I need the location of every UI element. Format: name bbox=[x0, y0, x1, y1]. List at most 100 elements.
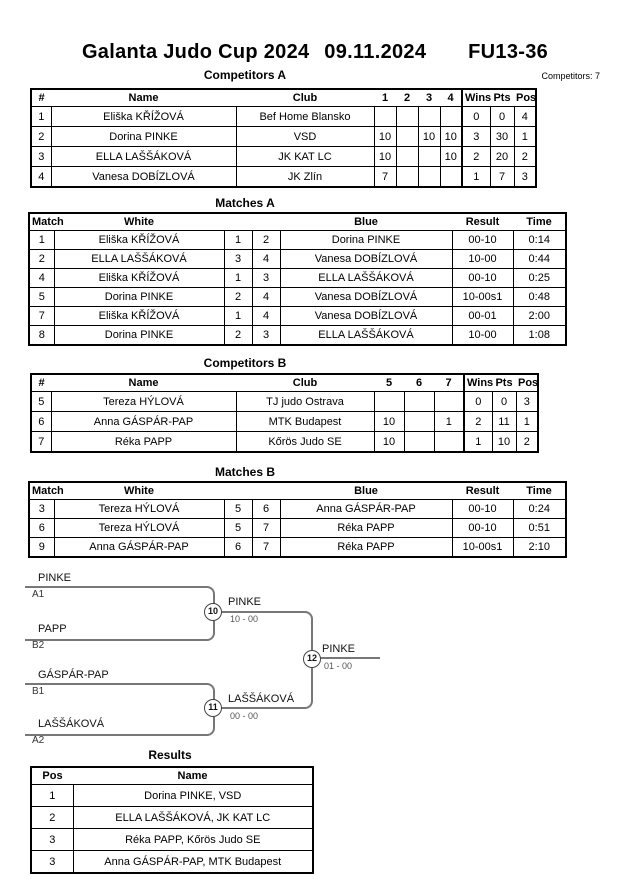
column-header bbox=[252, 482, 280, 500]
cell-num: 6 bbox=[30, 411, 52, 432]
cell-score bbox=[403, 431, 435, 453]
cell-white: Anna GÁSPÁR-PAP bbox=[53, 537, 225, 558]
section-title-results: Results bbox=[148, 748, 192, 762]
cell-pos: 1 bbox=[513, 126, 537, 147]
cell-score bbox=[439, 106, 463, 127]
table-row: 8 Dorina PINKE 2 3 ELLA LAŠŠÁKOVÁ 10-00 … bbox=[28, 325, 567, 346]
cell-score: 10 bbox=[373, 126, 397, 147]
cell-club: JK KAT LC bbox=[235, 146, 375, 167]
cell-white-no: 1 bbox=[223, 230, 253, 250]
cell-result: 00-10 bbox=[451, 518, 514, 538]
bracket-match-number: 11 bbox=[204, 699, 222, 717]
column-header: Pos bbox=[31, 767, 73, 785]
cell-match-no: 2 bbox=[28, 249, 55, 269]
cell-club: JK Zlín bbox=[235, 166, 375, 188]
cell-club: Bef Home Blansko bbox=[235, 106, 375, 127]
cell-pts: 7 bbox=[489, 166, 515, 188]
table-row: 3 Tereza HÝLOVÁ 5 6 Anna GÁSPÁR-PAP 00-1… bbox=[28, 499, 567, 519]
cell-pts: 11 bbox=[491, 411, 517, 432]
column-header: Name bbox=[51, 89, 236, 107]
table-row: 5 Dorina PINKE 2 4 Vanesa DOBÍZLOVÁ 10-0… bbox=[28, 287, 567, 307]
matches-a-table: Match White Blue Result Time 1 Eliška KŘ… bbox=[28, 212, 567, 346]
cell-match-no: 5 bbox=[28, 287, 55, 307]
cell-name: ELLA LAŠŠÁKOVÁ bbox=[50, 146, 237, 167]
table-row: 1 Eliška KŘÍŽOVÁ 1 2 Dorina PINKE 00-10 … bbox=[28, 230, 567, 250]
cell-match-no: 3 bbox=[28, 499, 55, 519]
column-header: Time bbox=[513, 482, 566, 500]
cell-white-no: 5 bbox=[223, 518, 253, 538]
table-row: 2 ELLA LAŠŠÁKOVÁ, JK KAT LC bbox=[30, 806, 314, 829]
bracket-connector bbox=[25, 683, 215, 736]
column-header bbox=[252, 213, 280, 231]
column-header: Blue bbox=[280, 213, 452, 231]
column-header: 2 bbox=[396, 89, 418, 107]
cell-score bbox=[403, 411, 435, 432]
table-row: 2 Dorina PINKE VSD 10 10 10 3 30 1 bbox=[30, 126, 537, 147]
cell-result: 00-01 bbox=[451, 306, 514, 326]
bracket-slot-name: PAPP bbox=[38, 623, 67, 635]
competitors-count: Competitors: 7 bbox=[541, 71, 600, 81]
column-header: # bbox=[31, 374, 51, 392]
cell-blue-no: 2 bbox=[251, 230, 281, 250]
cell-blue: Réka PAPP bbox=[279, 537, 453, 558]
cell-white: Dorina PINKE bbox=[53, 287, 225, 307]
cell-score: 10 bbox=[373, 411, 405, 432]
cell-pos: 3 bbox=[30, 828, 74, 851]
cell-pos: 2 bbox=[513, 146, 537, 167]
cell-name: Eliška KŘÍŽOVÁ bbox=[50, 106, 237, 127]
cell-blue: ELLA LAŠŠÁKOVÁ bbox=[279, 325, 453, 346]
cell-blue: Vanesa DOBÍZLOVÁ bbox=[279, 249, 453, 269]
cell-match-no: 8 bbox=[28, 325, 55, 346]
cell-white: Eliška KŘÍŽOVÁ bbox=[53, 268, 225, 288]
cell-name: Tereza HÝLOVÁ bbox=[50, 391, 237, 412]
column-header: Wins bbox=[461, 89, 491, 107]
cell-white: Dorina PINKE bbox=[53, 325, 225, 346]
section-title-competitors-a: Competitors A bbox=[203, 68, 287, 82]
cell-blue: Anna GÁSPÁR-PAP bbox=[279, 499, 453, 519]
column-header: Pos bbox=[516, 374, 538, 392]
cell-score bbox=[417, 146, 441, 167]
cell-time: 1:08 bbox=[512, 325, 567, 346]
column-header: Pts bbox=[490, 89, 514, 107]
cell-time: 0:24 bbox=[512, 499, 567, 519]
cell-score: 10 bbox=[439, 146, 463, 167]
bracket-connector bbox=[213, 658, 313, 709]
table-row: 2 ELLA LAŠŠÁKOVÁ 3 4 Vanesa DOBÍZLOVÁ 10… bbox=[28, 249, 567, 269]
cell-pos: 2 bbox=[30, 806, 74, 829]
cell-blue: Vanesa DOBÍZLOVÁ bbox=[279, 287, 453, 307]
cell-pos: 3 bbox=[513, 166, 537, 188]
cell-score bbox=[433, 391, 465, 412]
column-header bbox=[224, 213, 252, 231]
column-header: 1 bbox=[374, 89, 396, 107]
bracket-seed-label: B1 bbox=[32, 686, 45, 697]
cell-blue: Dorina PINKE bbox=[279, 230, 453, 250]
cell-wins: 3 bbox=[461, 126, 491, 147]
cell-score bbox=[395, 126, 419, 147]
column-header: Result bbox=[452, 482, 513, 500]
cell-num: 2 bbox=[30, 126, 52, 147]
cell-blue-no: 7 bbox=[251, 537, 281, 558]
bracket-connector bbox=[25, 586, 215, 641]
cell-blue-no: 4 bbox=[251, 287, 281, 307]
cell-white: Tereza HÝLOVÁ bbox=[53, 499, 225, 519]
column-header: Wins bbox=[463, 374, 493, 392]
cell-score: 1 bbox=[433, 411, 465, 432]
table-header-row: # Name Club 1 2 3 4 Wins Pts Pos bbox=[31, 89, 536, 107]
cell-club: Kőrös Judo SE bbox=[235, 431, 375, 453]
bracket-winner-name: LAŠŠÁKOVÁ bbox=[228, 693, 295, 705]
cell-time: 2:00 bbox=[512, 306, 567, 326]
cell-white-no: 2 bbox=[223, 325, 253, 346]
cell-pts: 0 bbox=[491, 391, 517, 412]
cell-match-no: 1 bbox=[28, 230, 55, 250]
section-title-matches-a: Matches A bbox=[215, 196, 275, 210]
cell-score bbox=[395, 106, 419, 127]
cell-score: 10 bbox=[373, 431, 405, 453]
cell-match-no: 7 bbox=[28, 306, 55, 326]
cell-blue-no: 3 bbox=[251, 325, 281, 346]
cell-club: MTK Budapest bbox=[235, 411, 375, 432]
cell-score bbox=[417, 106, 441, 127]
cell-white-no: 2 bbox=[223, 287, 253, 307]
cell-pos: 2 bbox=[515, 431, 539, 453]
column-header: Match bbox=[29, 482, 64, 500]
cell-result: 00-10 bbox=[451, 268, 514, 288]
